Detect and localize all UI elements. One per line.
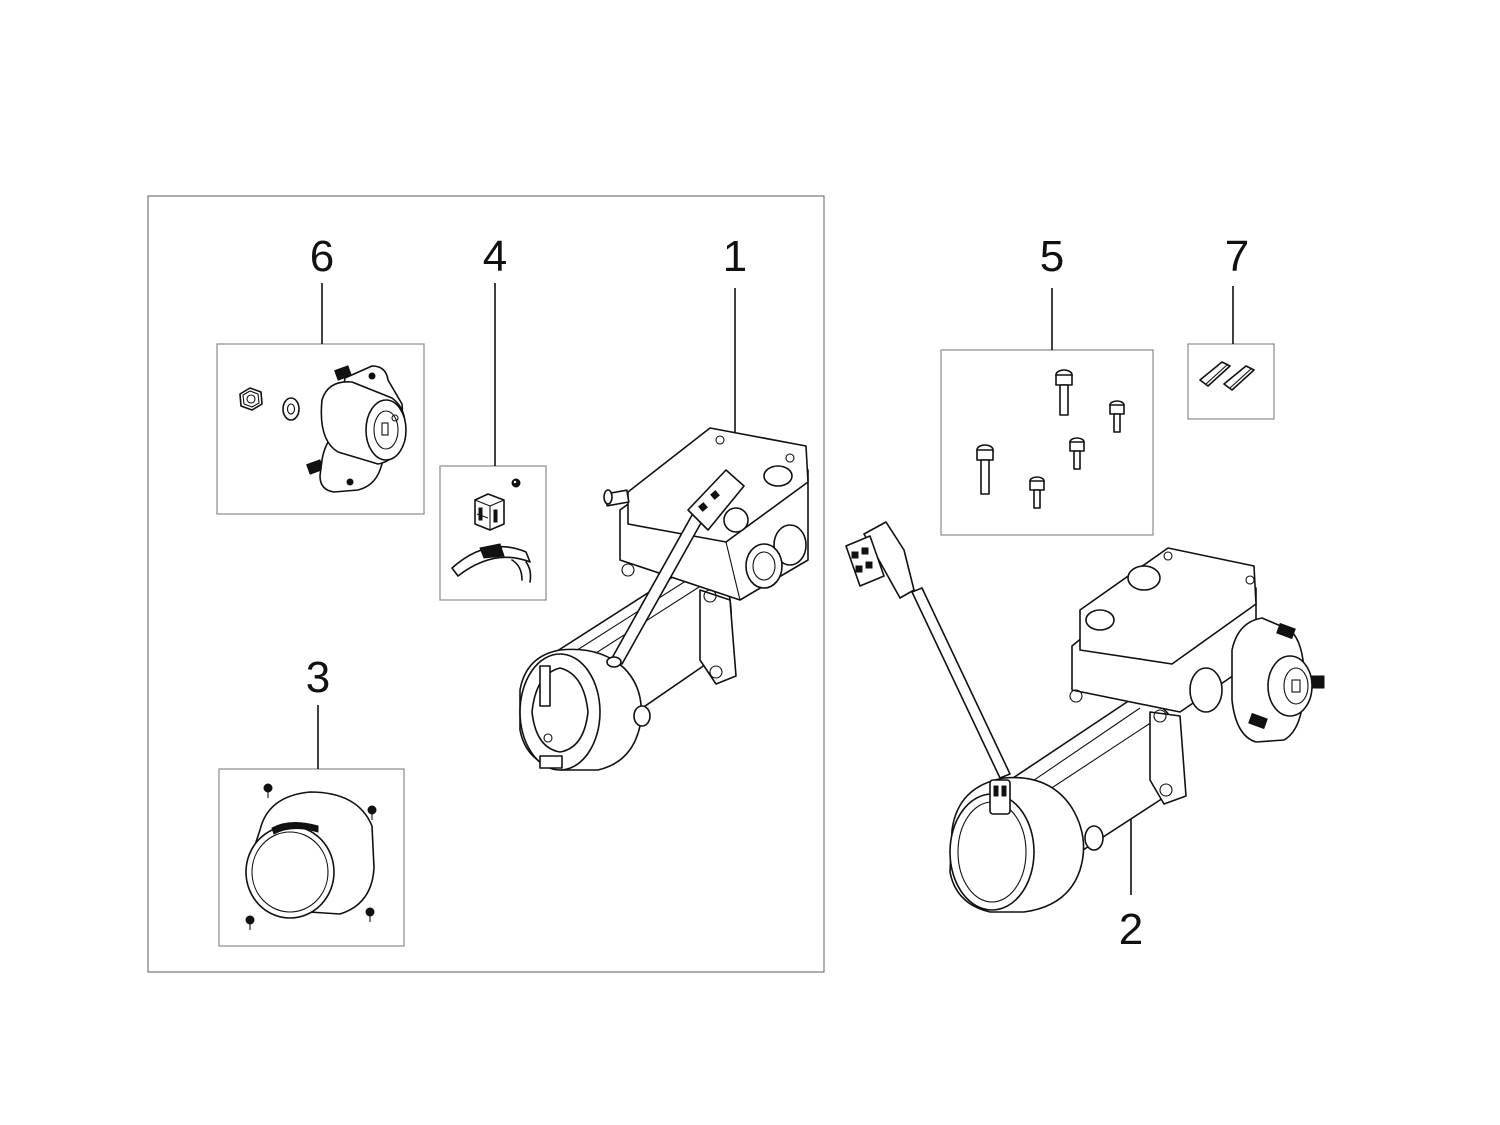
part-3-end-cap: [245, 783, 377, 930]
bolt-icon: [1069, 437, 1085, 470]
flange-hub-icon: [1231, 617, 1325, 743]
callout-4: 4: [483, 232, 507, 281]
screw-icon: [367, 805, 377, 820]
cable-plug-icon: [606, 469, 745, 668]
callout-5: 5: [1040, 232, 1064, 281]
bolt-icon: [976, 444, 994, 495]
flange-hub-icon: [306, 365, 407, 493]
callout-7: 7: [1225, 232, 1249, 281]
screw-icon: [245, 915, 255, 930]
part-box-4: [439, 465, 547, 601]
hex-nut-icon: [239, 387, 263, 411]
bolt-icon: [1055, 369, 1073, 416]
part-7-keys: [1199, 361, 1255, 391]
gearbox-housing-icon: [1069, 547, 1257, 805]
callout-1: 1: [723, 232, 747, 281]
bolt-icon: [1029, 476, 1045, 509]
part-box-7: [1187, 343, 1275, 420]
screw-icon: [263, 783, 273, 798]
part-5-bolt-set: [976, 369, 1125, 509]
motor-body-icon: [519, 563, 732, 771]
washer-icon: [282, 397, 300, 421]
callout-2: 2: [1119, 905, 1143, 954]
key-icon: [1199, 361, 1231, 387]
part-box-3: [218, 768, 405, 947]
cable-clip-icon: [451, 543, 532, 583]
assembly-frame: [147, 195, 825, 973]
part-2-gear-motor: [845, 521, 1325, 913]
screw-icon: [365, 907, 375, 922]
key-icon: [1223, 365, 1255, 391]
part-6-flange-kit: [239, 365, 407, 493]
part-box-6: [216, 343, 425, 515]
part-4-connector-kit: [451, 478, 532, 583]
callout-3: 3: [306, 653, 330, 702]
small-screw-icon: [511, 478, 521, 488]
cable-plug-icon: [845, 521, 1011, 779]
end-cap-icon: [245, 791, 375, 919]
bolt-icon: [1109, 400, 1125, 433]
part-1-gear-motor: [519, 427, 809, 771]
part-box-5: [940, 349, 1154, 536]
connector-block-icon: [474, 493, 505, 531]
callout-6: 6: [310, 232, 334, 281]
